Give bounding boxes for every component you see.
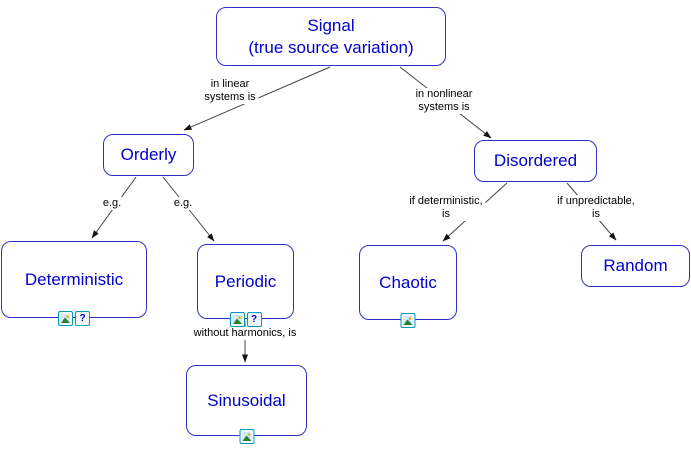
edge-label-if-unpredictable[interactable]: if unpredictable, is xyxy=(554,195,638,221)
edge-label-line: in linear xyxy=(210,78,250,90)
node-periodic-label: Periodic xyxy=(214,271,277,291)
edge-label-in-nonlinear-systems[interactable]: in nonlinear systems is xyxy=(412,88,476,114)
edge-label-line: without harmonics, is xyxy=(193,327,297,339)
edge-label-line: in nonlinear xyxy=(415,88,473,100)
image-resource-icon[interactable] xyxy=(239,429,254,444)
image-resource-icon[interactable] xyxy=(400,313,416,328)
edge-label-line: systems is xyxy=(418,101,470,113)
edge-label-line: is xyxy=(442,208,450,220)
edge-label-line: if deterministic, xyxy=(409,195,483,207)
node-random-label: Random xyxy=(603,256,668,275)
edge-label-line: if unpredictable, xyxy=(557,195,635,207)
question-resource-icon[interactable]: ? xyxy=(246,312,262,327)
image-resource-icon[interactable] xyxy=(58,311,73,326)
image-icon xyxy=(61,314,70,323)
node-disordered[interactable]: Disordered xyxy=(474,140,597,182)
image-icon xyxy=(403,316,413,325)
edge-label-line: e.g. xyxy=(173,197,193,209)
edge-label-line: e.g. xyxy=(102,197,122,209)
node-periodic[interactable]: Periodic ? xyxy=(197,244,294,327)
node-chaotic[interactable]: Chaotic xyxy=(359,245,457,328)
edge-label-in-linear-systems[interactable]: in linear systems is xyxy=(201,78,259,104)
node-chaotic-resources xyxy=(400,313,416,328)
edge-label-line: systems is xyxy=(204,91,256,103)
node-sinusoidal[interactable]: Sinusoidal xyxy=(186,365,307,444)
node-chaotic-label: Chaotic xyxy=(379,272,437,292)
node-random[interactable]: Random xyxy=(581,245,690,287)
edge-label-if-deterministic[interactable]: if deterministic, is xyxy=(406,195,486,221)
node-deterministic-resources: ? xyxy=(58,311,90,326)
question-resource-icon[interactable]: ? xyxy=(75,311,90,326)
node-deterministic[interactable]: Deterministic ? xyxy=(1,241,147,326)
node-periodic-resources: ? xyxy=(229,312,262,327)
node-orderly-label: Orderly xyxy=(120,145,177,164)
node-sinusoidal-resources xyxy=(239,429,254,444)
node-signal-title: Signal xyxy=(307,15,355,35)
node-signal[interactable]: Signal (true source variation) xyxy=(216,7,446,66)
edge-label-without-harmonics[interactable]: without harmonics, is xyxy=(190,327,300,340)
image-resource-icon[interactable] xyxy=(229,312,245,327)
edge-label-line: is xyxy=(592,208,600,220)
node-disordered-label: Disordered xyxy=(493,151,578,170)
node-signal-subtitle: (true source variation) xyxy=(248,37,414,57)
edge-label-eg-deterministic[interactable]: e.g. xyxy=(99,197,125,210)
node-deterministic-label: Deterministic xyxy=(24,269,124,289)
node-orderly[interactable]: Orderly xyxy=(103,134,194,176)
node-sinusoidal-label: Sinusoidal xyxy=(207,390,286,410)
image-icon xyxy=(232,315,242,324)
image-icon xyxy=(242,432,251,441)
edge-label-eg-periodic[interactable]: e.g. xyxy=(170,197,196,210)
